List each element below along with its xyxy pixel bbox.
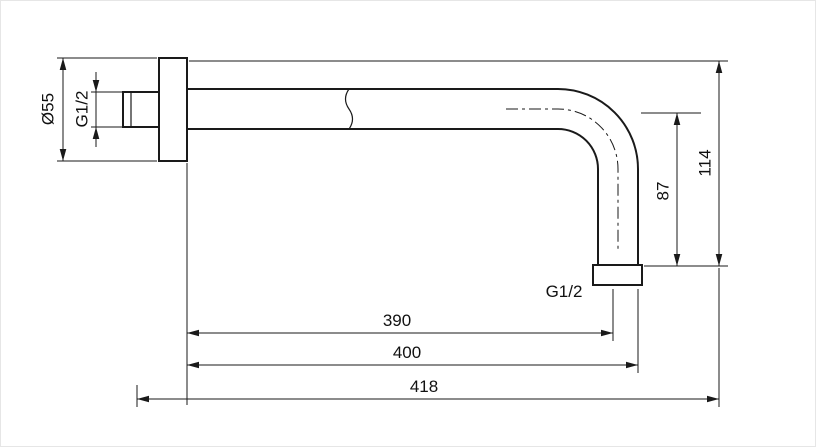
outlet-end-cap xyxy=(592,264,643,286)
dim-inlet-thread: G1/2 xyxy=(73,72,100,147)
dim-label-flange-diameter: Ø55 xyxy=(39,93,58,125)
shower-arm-part xyxy=(122,57,643,286)
thread-connector xyxy=(122,91,160,128)
dim-height-overall: 114 xyxy=(696,61,723,266)
dim-label-length-overall: 418 xyxy=(410,377,438,396)
tube-outline xyxy=(187,88,639,266)
dim-label-inlet-thread: G1/2 xyxy=(73,91,92,128)
dim-label-length-mid: 400 xyxy=(393,343,421,362)
dim-height-drop: 87 xyxy=(654,113,681,266)
dim-label-height-overall: 114 xyxy=(696,149,715,176)
dim-length-inner: 390 xyxy=(187,311,613,337)
dim-label-length-inner: 390 xyxy=(383,311,411,330)
label-outlet-thread: G1/2 xyxy=(546,282,583,301)
dim-length-overall: 418 xyxy=(137,377,719,403)
dim-label-height-drop: 87 xyxy=(654,182,673,201)
dim-length-mid: 400 xyxy=(187,343,638,369)
centerline xyxy=(506,108,619,251)
dim-flange-diameter: Ø55 xyxy=(39,58,67,161)
wall-flange xyxy=(158,57,188,162)
break-line xyxy=(344,88,354,130)
